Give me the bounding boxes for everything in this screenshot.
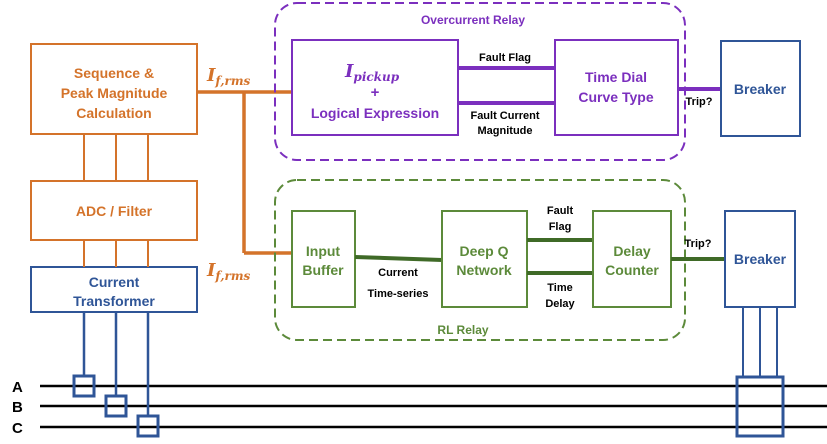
time-dial-label-1: Time Dial bbox=[585, 69, 647, 85]
overcurrent-relay: Overcurrent Relay Ipickup + Logical Expr… bbox=[274, 2, 721, 161]
input-buffer-box bbox=[291, 210, 356, 308]
time-delay-label-2: Delay bbox=[545, 298, 575, 310]
dqn-label-1: Deep Q bbox=[459, 243, 508, 259]
current-transformer-label-2: Transformer bbox=[73, 293, 155, 309]
delay-counter-box bbox=[592, 210, 672, 308]
overcurrent-relay-title: Overcurrent Relay bbox=[421, 13, 525, 27]
breaker-top: Breaker bbox=[720, 40, 801, 137]
input-buffer-label-1: Input bbox=[306, 243, 341, 259]
logical-expression-label: Logical Expression bbox=[311, 105, 439, 121]
delay-counter-label-2: Counter bbox=[605, 262, 659, 278]
breaker-top-box bbox=[720, 40, 801, 137]
current-transformer-label-1: Current bbox=[89, 274, 140, 290]
current-transformer-block: Current Transformer bbox=[30, 266, 198, 313]
rl-fault-flag-label-1: Fault bbox=[547, 205, 574, 217]
time-dial-label-2: Curve Type bbox=[578, 89, 653, 105]
ct-core-b bbox=[104, 394, 128, 418]
time-dial-box bbox=[554, 39, 679, 136]
rl-relay-title: RL Relay bbox=[437, 323, 488, 337]
if-rms-label-bottom: If,rms bbox=[206, 260, 251, 283]
phase-lines: A B C bbox=[12, 379, 827, 437]
dqn-box bbox=[441, 210, 528, 308]
rl-relay-boundary bbox=[274, 179, 686, 341]
sequence-calc-label-2: Peak Magnitude bbox=[61, 85, 168, 101]
fault-current-label-2: Magnitude bbox=[478, 125, 533, 137]
breaker-bottom: Breaker bbox=[724, 210, 796, 438]
time-delay-label-1: Time bbox=[547, 282, 572, 294]
trip-label-top: Trip? bbox=[686, 96, 713, 108]
breaker-bottom-box bbox=[724, 210, 796, 308]
breaker-bottom-label: Breaker bbox=[734, 251, 787, 267]
breaker-bottom-contacts bbox=[735, 375, 785, 438]
sequence-calc-label-1: Sequence & bbox=[74, 65, 154, 81]
current-ts-label-1: Current bbox=[378, 267, 418, 279]
ct-wiring bbox=[72, 312, 160, 438]
dqn-label-2: Network bbox=[456, 262, 511, 278]
if-rms-bus bbox=[197, 90, 292, 255]
sequence-calc-box bbox=[30, 43, 198, 135]
ct-core-c bbox=[136, 414, 160, 438]
current-ts-label-2: Time-series bbox=[368, 288, 429, 300]
adc-filter-box bbox=[30, 180, 198, 241]
adc-filter-block: ADC / Filter bbox=[30, 180, 198, 241]
sequence-calc-block: Sequence & Peak Magnitude Calculation bbox=[30, 43, 198, 135]
trip-label-bottom: Trip? bbox=[685, 238, 712, 250]
phase-label-b: B bbox=[12, 399, 23, 416]
fault-current-label-1: Fault Current bbox=[470, 110, 539, 122]
ct-core-a bbox=[72, 374, 96, 398]
orange-wiring bbox=[83, 134, 149, 267]
phase-label-a: A bbox=[12, 379, 23, 396]
overcurrent-relay-boundary bbox=[274, 2, 686, 161]
input-buffer-label-2: Buffer bbox=[302, 262, 344, 278]
pickup-logic-box bbox=[291, 39, 459, 136]
rl-relay: RL Relay Input Buffer Current Time-serie… bbox=[274, 179, 725, 341]
current-transformer-box bbox=[30, 266, 198, 313]
rl-fault-flag-label-2: Flag bbox=[549, 221, 572, 233]
adc-filter-label: ADC / Filter bbox=[76, 203, 153, 219]
fault-flag-label: Fault Flag bbox=[479, 52, 531, 64]
phase-label-c: C bbox=[12, 420, 23, 437]
pickup-label: Ipickup bbox=[344, 61, 400, 84]
plus-sign: + bbox=[371, 84, 380, 101]
current-ts-wire bbox=[354, 255, 443, 262]
if-rms-label-top: If,rms bbox=[206, 65, 251, 88]
delay-counter-label-1: Delay bbox=[613, 243, 651, 259]
breaker-bottom-wiring bbox=[742, 307, 778, 377]
sequence-calc-label-3: Calculation bbox=[76, 105, 151, 121]
breaker-top-label: Breaker bbox=[734, 81, 787, 97]
